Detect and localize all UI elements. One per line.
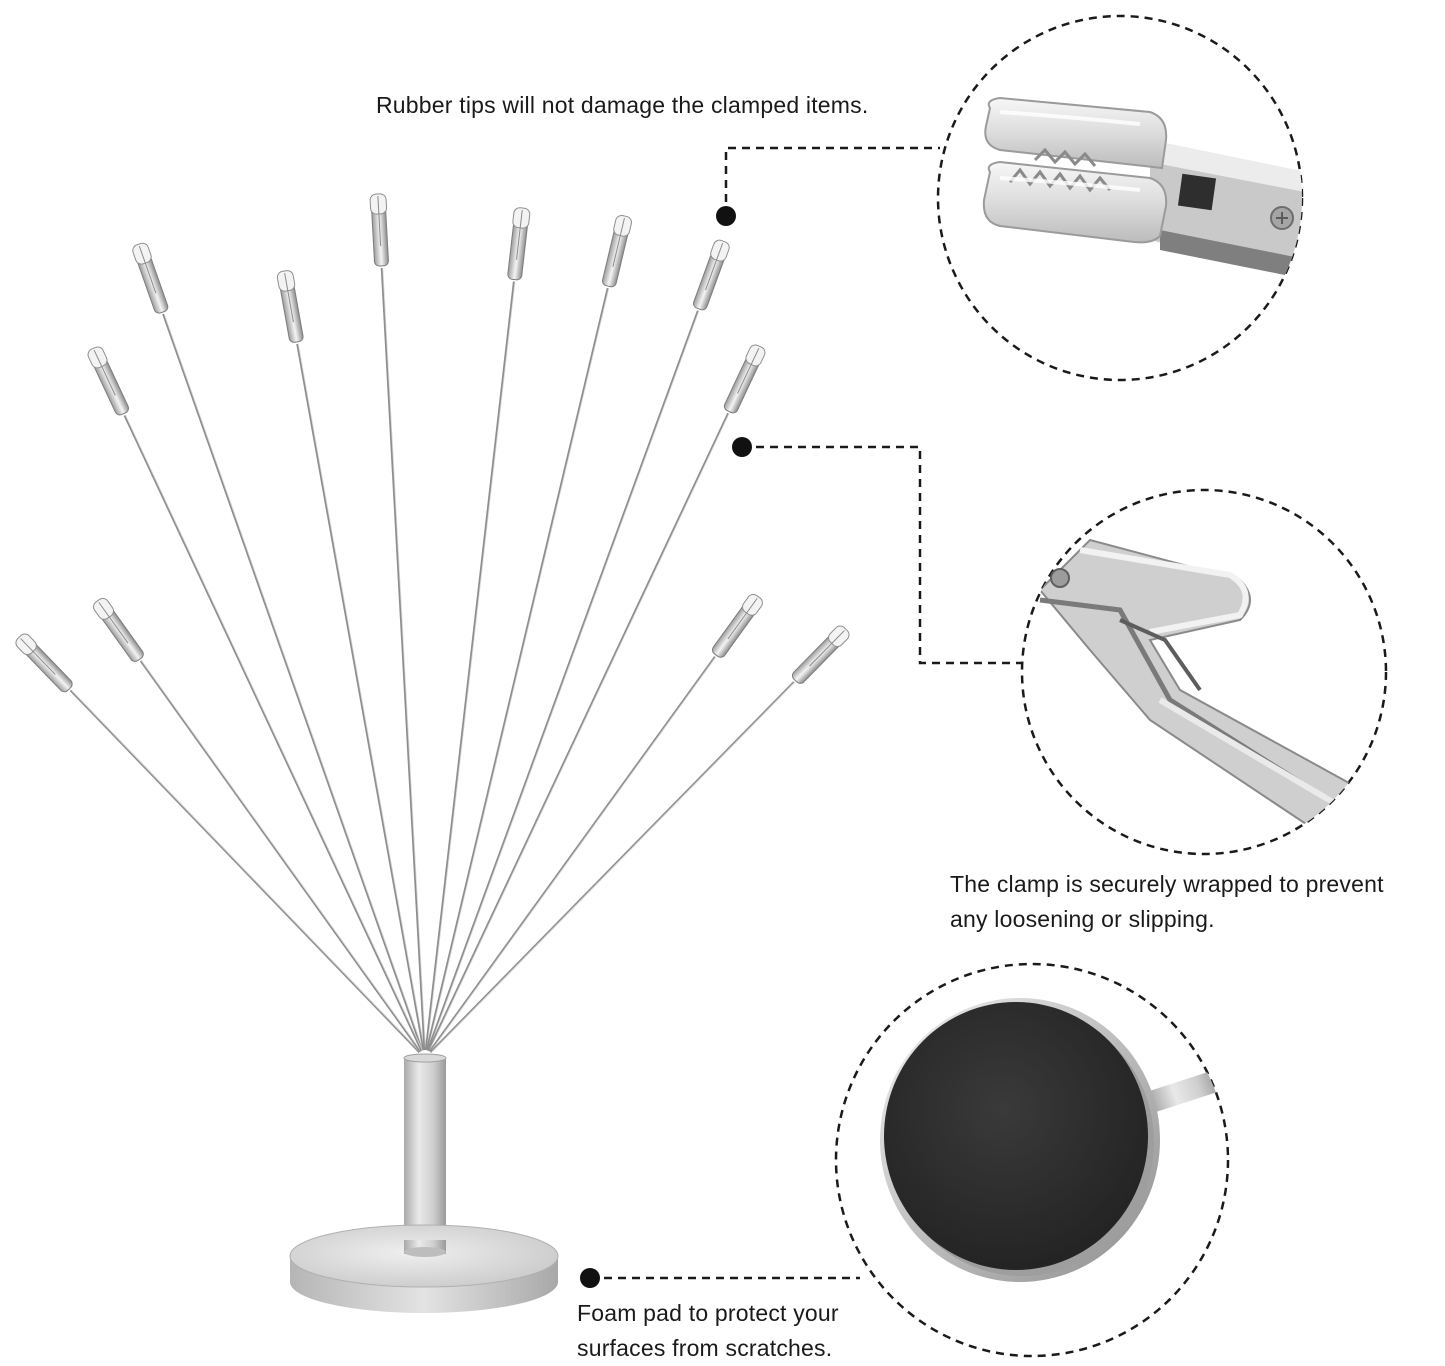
stand-wire — [162, 313, 424, 1051]
alligator-clip — [711, 593, 763, 658]
alligator-clip — [132, 242, 169, 314]
alligator-clip — [507, 207, 531, 281]
stand-wire — [123, 414, 423, 1052]
alligator-clip — [369, 193, 389, 267]
stand-wire-highlight — [297, 343, 425, 1051]
clamp-caption-line-2: any loosening or slipping. — [950, 906, 1215, 932]
clamp-caption: The clamp is securely wrapped to prevent… — [950, 867, 1384, 937]
alligator-clip — [601, 214, 632, 288]
rubber-tips-caption: Rubber tips will not damage the clamped … — [376, 88, 868, 123]
stand-wire — [380, 267, 426, 1051]
foam-pad-closeup — [880, 998, 1222, 1282]
rubber-tip-closeup — [982, 96, 1302, 282]
clamp-connector — [732, 437, 1022, 665]
stand-wire — [428, 656, 716, 1053]
alligator-clip — [693, 239, 730, 311]
stand-wire — [425, 287, 609, 1051]
foam-pad-connector — [580, 1268, 860, 1288]
dot-marker-icon — [580, 1268, 600, 1288]
rubber-tip-callout — [936, 14, 1304, 382]
alligator-clip — [93, 597, 144, 662]
stand-wire — [424, 281, 516, 1051]
alligator-clip — [723, 344, 766, 414]
stand-wire-highlight — [429, 413, 730, 1051]
alligator-clip — [791, 625, 850, 684]
stand-pole — [403, 1053, 447, 1254]
stand-wire-highlight — [427, 288, 610, 1051]
foam-pad-caption: Foam pad to protect your surfaces from s… — [577, 1296, 839, 1366]
stand-wire-highlight — [141, 660, 422, 1052]
stand-wire-highlight — [71, 690, 421, 1053]
stand-wire — [69, 689, 421, 1054]
stand-wire — [427, 412, 730, 1052]
stand-base — [289, 1224, 559, 1313]
stand-wire — [429, 681, 795, 1054]
stand-wire — [139, 660, 422, 1053]
foam-pad-callout — [834, 962, 1230, 1358]
dot-marker-icon — [716, 206, 736, 226]
stand-wire-highlight — [125, 415, 423, 1051]
stand-wire-highlight — [426, 281, 516, 1051]
dot-marker-icon — [732, 437, 752, 457]
clamp-callout — [1020, 488, 1388, 856]
stand-wire — [426, 310, 700, 1051]
stand-wire-highlight — [163, 313, 424, 1051]
alligator-clip — [87, 346, 129, 416]
stand-wire-highlight — [382, 267, 426, 1051]
foam-pad-caption-line-2: surfaces from scratches. — [577, 1335, 833, 1361]
stand-wire-highlight — [428, 310, 700, 1051]
clamp-caption-line-1: The clamp is securely wrapped to prevent — [950, 871, 1384, 897]
alligator-clip — [15, 633, 73, 693]
foam-pad-caption-line-1: Foam pad to protect your — [577, 1300, 839, 1326]
rubber-tip-connector — [716, 146, 940, 226]
stand-wire-highlight — [431, 681, 796, 1053]
stand-wire — [296, 343, 425, 1051]
rubber-tips-text: Rubber tips will not damage the clamped … — [376, 92, 869, 118]
stand-wire-highlight — [430, 656, 717, 1052]
alligator-clip — [276, 270, 304, 343]
clip-stand-wires — [15, 193, 850, 1054]
